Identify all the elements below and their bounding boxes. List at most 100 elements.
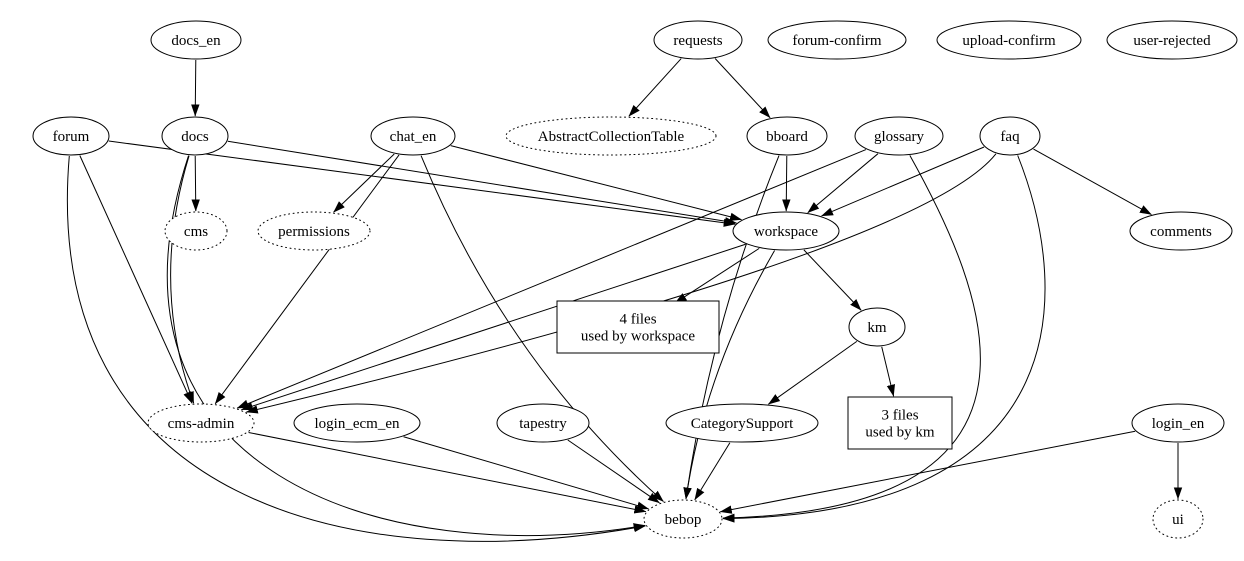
edge-chat_en-to-bebop: [420, 155, 664, 502]
node-login_ecm_en[interactable]: login_ecm_en: [293, 403, 421, 443]
edge-workspace-to-km: [803, 249, 862, 311]
node-label-km: km: [867, 320, 887, 336]
node-layer: docs_en requests forum-confirm upload-confi…: [32, 20, 1238, 539]
edge-glossary-to-bebop: [722, 155, 981, 523]
edge-forum-to-cms_admin: [79, 155, 193, 404]
edge-docs-to-cms_admin: [170, 155, 195, 404]
node-shape-upload_confirm: [936, 20, 1082, 60]
node-label-glossary: glossary: [874, 129, 924, 145]
edge-chat_en-to-workspace: [450, 145, 742, 221]
node-shape-user_rejected: [1106, 20, 1238, 60]
edge-category_support-to-bebop: [694, 442, 731, 501]
edge-faq-to-workspace: [821, 146, 985, 217]
node-label-comments: comments: [1150, 224, 1212, 240]
node-shape-faq: [979, 116, 1041, 156]
edge-login_en-to-bebop: [719, 430, 1136, 514]
edge-forum-to-bebop: [67, 155, 646, 542]
edge-cms_admin-to-bebop: [248, 431, 647, 514]
node-cms_admin[interactable]: cms-admin: [147, 403, 255, 443]
node-requests[interactable]: requests: [653, 20, 743, 60]
edge-faq-to-cms_admin: [245, 153, 997, 414]
node-comments[interactable]: comments: [1129, 211, 1233, 251]
node-shape-bboard: [746, 116, 828, 156]
edge-login_ecm_en-to-bebop: [403, 436, 650, 510]
edge-docs-to-bebop: [166, 155, 646, 536]
edge-docs-to-cms: [191, 155, 200, 212]
node-docs_en[interactable]: docs_en: [150, 20, 242, 60]
node-label-user_rejected: user-rejected: [1133, 33, 1211, 49]
node-forum[interactable]: forum: [32, 116, 110, 156]
node-chat_en[interactable]: chat_en: [370, 116, 456, 156]
node-forum_confirm[interactable]: forum-confirm: [767, 20, 907, 60]
node-shape-cms: [164, 211, 228, 251]
node-label-files_km-line2: used by km: [865, 425, 934, 441]
edge-forum-to-workspace: [108, 140, 736, 227]
node-login_en[interactable]: login_en: [1131, 403, 1225, 443]
node-shape-login_ecm_en: [293, 403, 421, 443]
node-label-login_ecm_en: login_ecm_en: [315, 416, 400, 432]
node-label-faq: faq: [1000, 129, 1020, 145]
node-label-requests: requests: [673, 33, 722, 49]
node-shape-login_en: [1131, 403, 1225, 443]
node-shape-permissions: [257, 211, 371, 251]
node-abstract_collection_table[interactable]: AbstractCollectionTable: [505, 116, 717, 156]
node-category_support[interactable]: CategorySupport: [665, 403, 819, 443]
node-shape-chat_en: [370, 116, 456, 156]
node-faq[interactable]: faq: [979, 116, 1041, 156]
node-docs[interactable]: docs: [161, 116, 229, 156]
node-shape-workspace: [732, 211, 840, 251]
node-shape-docs_en: [150, 20, 242, 60]
node-label-chat_en: chat_en: [390, 129, 437, 145]
edge-requests-to-bboard: [714, 58, 771, 119]
node-label-docs: docs: [181, 129, 209, 145]
node-label-bboard: bboard: [766, 129, 808, 145]
node-glossary[interactable]: glossary: [854, 116, 944, 156]
node-shape-files_km: [847, 396, 953, 450]
edge-faq-to-comments: [1033, 148, 1152, 215]
node-label-cms_admin: cms-admin: [168, 416, 235, 432]
node-label-abstract_collection_table: AbstractCollectionTable: [538, 129, 685, 145]
edge-bboard-to-bebop: [683, 155, 780, 500]
edge-glossary-to-workspace: [807, 153, 879, 214]
node-shape-tapestry: [496, 403, 590, 443]
node-permissions[interactable]: permissions: [257, 211, 371, 251]
edge-bboard-to-workspace: [782, 155, 791, 212]
node-label-cms: cms: [184, 224, 208, 240]
node-cms[interactable]: cms: [164, 211, 228, 251]
node-bboard[interactable]: bboard: [746, 116, 828, 156]
edge-workspace-to-bebop: [683, 250, 776, 500]
node-upload_confirm[interactable]: upload-confirm: [936, 20, 1082, 60]
node-km[interactable]: km: [848, 307, 906, 347]
node-label-tapestry: tapestry: [519, 416, 567, 432]
node-shape-docs: [161, 116, 229, 156]
node-ui[interactable]: ui: [1152, 499, 1204, 539]
node-shape-requests: [653, 20, 743, 60]
node-tapestry[interactable]: tapestry: [496, 403, 590, 443]
node-label-category_support: CategorySupport: [691, 416, 794, 432]
node-user_rejected[interactable]: user-rejected: [1106, 20, 1238, 60]
edge-docs_en-to-docs: [191, 59, 200, 117]
edge-tapestry-to-bebop: [567, 439, 660, 504]
node-label-forum: forum: [53, 129, 90, 145]
edge-chat_en-to-cms_admin: [214, 154, 400, 405]
node-shape-category_support: [665, 403, 819, 443]
node-shape-forum: [32, 116, 110, 156]
edge-chat_en-to-permissions: [333, 153, 395, 213]
node-label-bebop: bebop: [665, 512, 702, 528]
node-workspace[interactable]: workspace: [732, 211, 840, 251]
edge-glossary-to-cms_admin: [236, 149, 867, 409]
edge-faq-to-bebop: [722, 155, 1046, 523]
node-label-login_en: login_en: [1152, 416, 1205, 432]
node-shape-comments: [1129, 211, 1233, 251]
node-bebop[interactable]: bebop: [643, 499, 723, 539]
node-label-files_workspace-line2: used by workspace: [581, 329, 695, 345]
edge-docs-to-workspace: [227, 140, 737, 226]
node-label-files_km-line1: 3 files: [881, 408, 918, 424]
node-label-workspace: workspace: [754, 224, 818, 240]
node-label-forum_confirm: forum-confirm: [792, 33, 881, 49]
node-shape-ui: [1152, 499, 1204, 539]
node-shape-forum_confirm: [767, 20, 907, 60]
